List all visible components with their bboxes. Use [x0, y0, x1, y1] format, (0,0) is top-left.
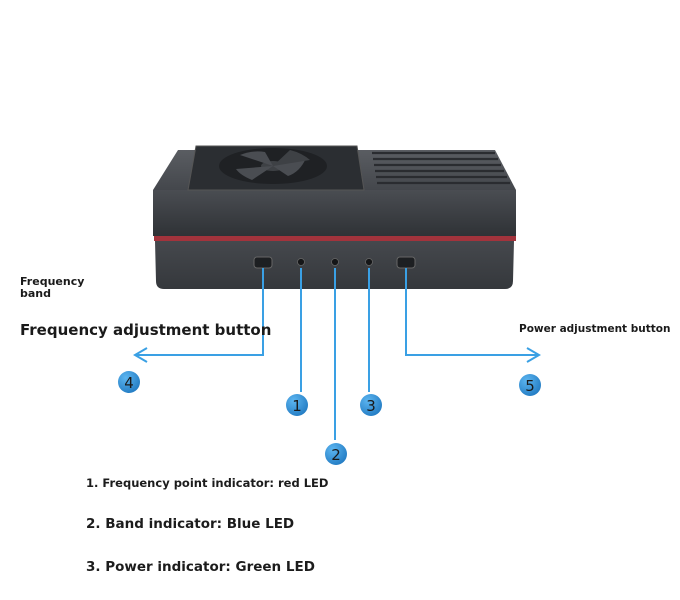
frequency-adjustment-button[interactable]: [253, 256, 273, 269]
leader-lines: [133, 268, 541, 440]
arrowhead-5: [526, 347, 541, 363]
callout-1: 1: [286, 394, 308, 416]
svg-text:3: 3: [366, 397, 376, 415]
legend-item-2: 2. Band indicator: Blue LED: [86, 516, 295, 532]
band-led: [331, 258, 339, 266]
power-adjustment-button-label: Power adjustment button: [519, 323, 671, 335]
callout-5: 5: [519, 374, 541, 396]
fan-icon: [187, 145, 365, 191]
svg-text:1: 1: [292, 397, 302, 415]
frequency-band-label: Frequency band: [20, 275, 85, 300]
callout-4: 4: [118, 371, 140, 393]
svg-text:5: 5: [525, 377, 535, 395]
svg-text:4: 4: [124, 374, 134, 392]
svg-text:2: 2: [331, 446, 341, 464]
vent-grille-icon: [372, 151, 510, 185]
accent-stripe: [154, 236, 516, 241]
power-adjustment-button[interactable]: [396, 256, 416, 269]
callout-3: 3: [360, 394, 382, 416]
device: [153, 145, 516, 289]
leader-line-4: [135, 268, 264, 356]
callout-2: 2: [325, 443, 347, 465]
frequency-point-led: [297, 258, 305, 266]
frequency-adjustment-button-label: Frequency adjustment button: [20, 321, 272, 339]
leader-line-5: [405, 268, 539, 356]
power-led: [365, 258, 373, 266]
legend-item-1: 1. Frequency point indicator: red LED: [86, 476, 329, 490]
arrowhead-4: [133, 347, 148, 363]
legend-item-3: 3. Power indicator: Green LED: [86, 559, 315, 575]
